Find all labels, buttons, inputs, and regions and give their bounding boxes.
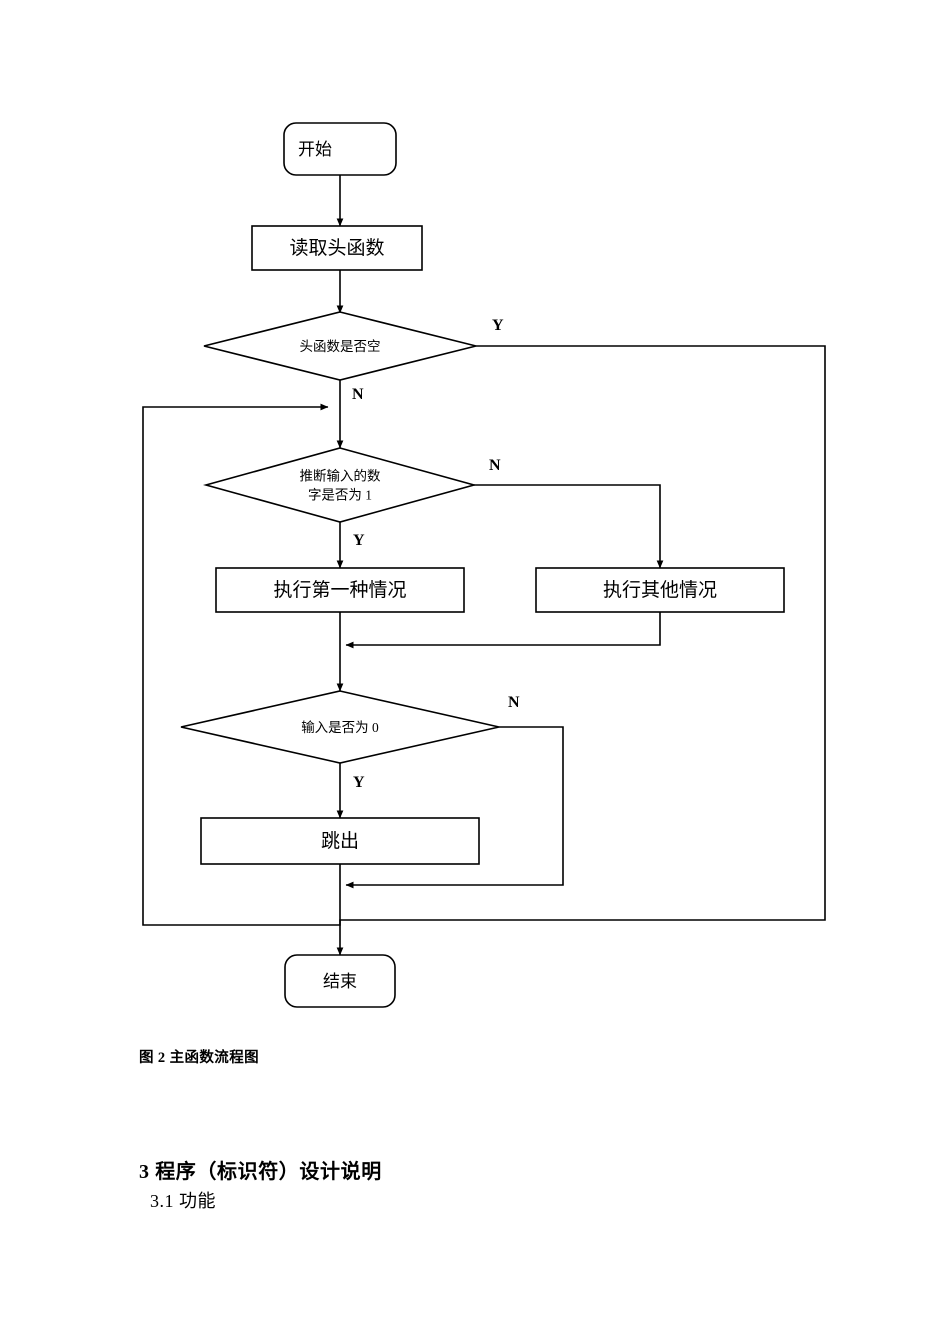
terminal-shape-start: [283, 122, 397, 176]
node-label-start: 开始: [298, 140, 332, 159]
connector-e-one-no: [474, 484, 664, 569]
connector-e-break-loop: [142, 403, 341, 926]
flow-node-head_empty[interactable]: 头函数是否空: [203, 311, 477, 381]
node-label-case_one: 执行第一种情况: [273, 579, 406, 601]
decision-shape-is_zero: [180, 690, 500, 764]
node-label-head_empty: 头函数是否空: [300, 339, 381, 354]
node-label-read_head: 读取头函数: [289, 237, 384, 259]
section-heading: 3 程序（标识符）设计说明: [139, 1161, 382, 1183]
label-one-no: N: [489, 457, 501, 474]
node-label-is_one-line1: 推断输入的数: [300, 469, 381, 484]
flow-node-start[interactable]: 开始: [283, 122, 397, 176]
label-head-no: N: [352, 386, 364, 403]
node-label-case_other: 执行其他情况: [603, 579, 717, 601]
flowchart-connectors: [142, 175, 826, 956]
flow-node-end[interactable]: 结束: [284, 954, 396, 1008]
node-label-is_one-line2: 字是否为 1: [308, 488, 372, 503]
decision-shape-is_one: [202, 447, 478, 523]
flow-node-case_one[interactable]: 执行第一种情况: [215, 567, 465, 613]
label-zero-no: N: [508, 694, 520, 711]
decision-shape-head_empty: [203, 311, 477, 381]
connector-e-head-yes: [336, 345, 826, 956]
node-label-is_zero: 输入是否为 0: [301, 720, 379, 735]
connector-e-caseother-merge: [345, 612, 661, 649]
node-label-break_out: 跳出: [321, 830, 359, 852]
node-label-end: 结束: [323, 972, 357, 991]
flowchart-nodes: 开始读取头函数头函数是否空推断输入的数字是否为 1执行第一种情况执行其他情况输入…: [180, 122, 785, 1008]
process-shape-read_head: [251, 225, 423, 271]
process-shape-case_one: [215, 567, 465, 613]
process-shape-case_other: [535, 567, 785, 613]
label-zero-yes: Y: [353, 774, 365, 791]
label-head-yes: Y: [492, 317, 504, 334]
flow-node-case_other[interactable]: 执行其他情况: [535, 567, 785, 613]
subsection-heading: 3.1 功能: [150, 1191, 216, 1211]
flow-node-break_out[interactable]: 跳出: [200, 817, 480, 865]
flow-node-is_zero[interactable]: 输入是否为 0: [180, 690, 500, 764]
flowchart-branch-labels: Y N N Y N Y: [352, 317, 520, 791]
connector-e-zero-no: [345, 726, 564, 889]
process-shape-break_out: [200, 817, 480, 865]
flowchart-diagram: 开始读取头函数头函数是否空推断输入的数字是否为 1执行第一种情况执行其他情况输入…: [142, 122, 826, 1008]
figure-caption: 图 2 主函数流程图: [139, 1050, 259, 1066]
flow-node-read_head[interactable]: 读取头函数: [251, 225, 423, 271]
terminal-shape-end: [284, 954, 396, 1008]
label-one-yes: Y: [353, 532, 365, 549]
